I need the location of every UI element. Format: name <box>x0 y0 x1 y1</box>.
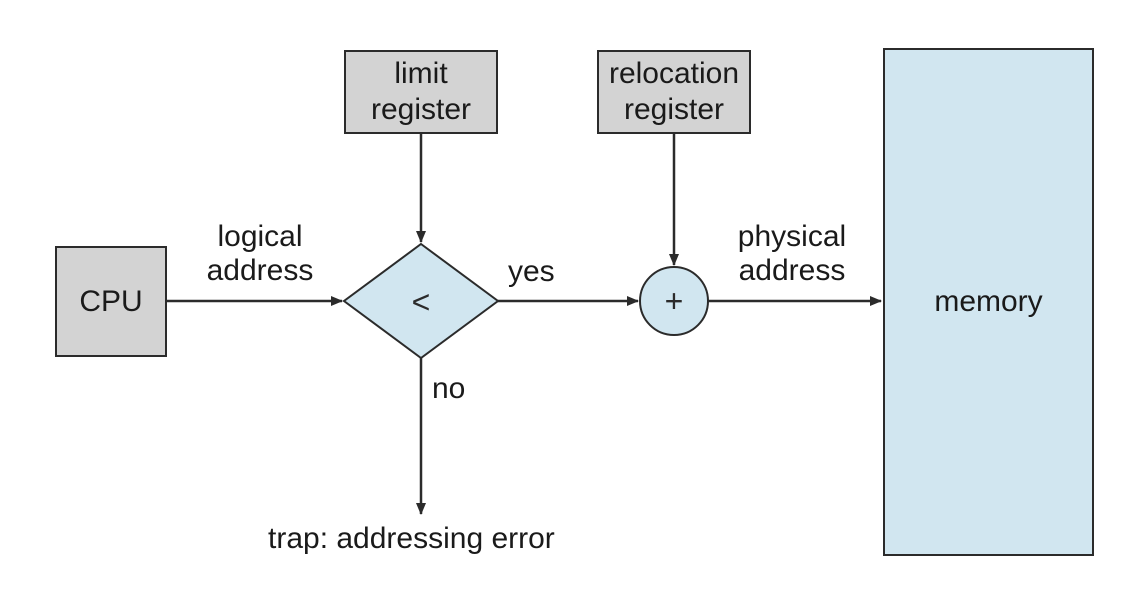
cpu-label: CPU <box>79 284 143 318</box>
trap-label: trap: addressing error <box>268 522 555 555</box>
physical-address-label-line1: physical <box>737 220 847 253</box>
cpu-box: CPU <box>55 246 167 357</box>
logical-address-label-line2: address <box>206 254 314 287</box>
adder-symbol: + <box>664 283 684 319</box>
relocation-register-label-line1: relocation <box>608 57 740 90</box>
limit-register-label-line1: limit <box>394 57 448 90</box>
relocation-register-label-line2: register <box>623 93 725 126</box>
no-label: no <box>432 372 466 405</box>
comparator-symbol: < <box>411 284 431 320</box>
memory-label: memory <box>934 285 1043 318</box>
limit-register-box: limit register <box>344 50 498 134</box>
logical-address-label-line1: logical <box>217 220 303 253</box>
yes-label: yes <box>508 255 555 288</box>
limit-register-label-line2: register <box>370 93 472 126</box>
memory-box: memory <box>883 48 1094 556</box>
physical-address-label: physical address <box>722 220 862 288</box>
logical-address-label: logical address <box>195 220 325 288</box>
relocation-register-box: relocation register <box>597 50 751 134</box>
physical-address-label-line2: address <box>738 254 846 287</box>
